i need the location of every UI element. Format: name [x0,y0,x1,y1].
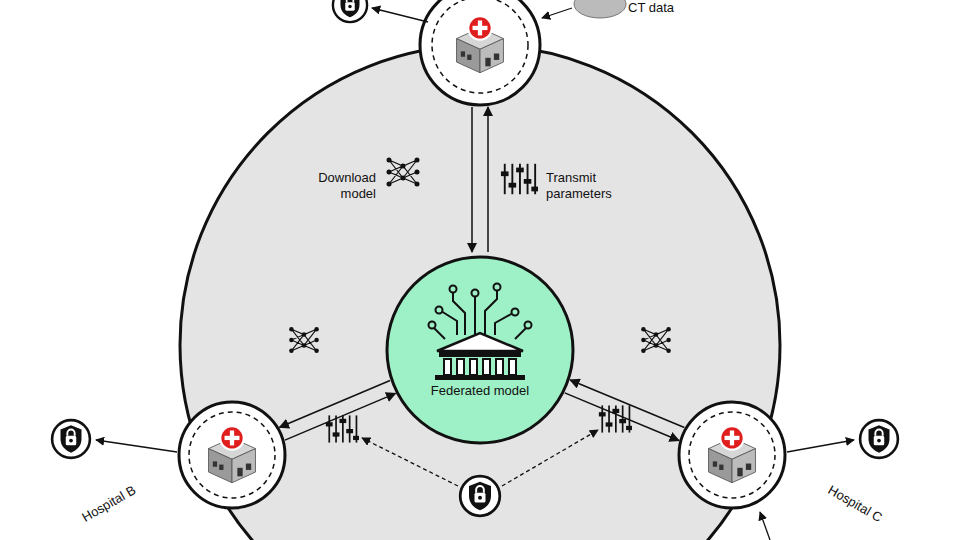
leader-arrow [787,440,854,452]
model-icon [641,327,671,353]
hospital-label: Hospital B [62,472,157,536]
model-icon [387,158,420,187]
ct-image [574,0,626,18]
model-icon [289,327,319,353]
hospital-label: Hospital C [808,472,903,536]
hospital-node: Hospital C [677,400,787,510]
flow-arrow [285,393,396,440]
privacy-shield [460,476,500,516]
flow-arrow [570,380,684,428]
annotation-label: CT data [628,0,688,16]
privacy-shield [333,0,367,22]
federated-model-node: Federated model [385,255,575,445]
upload-arrow [487,107,489,252]
parameters-icon [501,164,539,194]
hospital-node: Hospital B [177,400,287,510]
hospital-circle [677,400,787,510]
hospital-a [420,0,540,105]
hospital-circle [177,400,287,510]
flow-arrow [280,380,391,427]
privacy-shield [52,420,90,458]
leader-arrow [542,8,572,18]
node-title: Federated model [420,383,540,399]
parameters-icon [599,405,633,432]
parameters-icon [326,415,360,442]
leader-arrow [760,512,770,540]
annotation-label: Download model [300,170,376,202]
annotation-label: Transmit parameters [546,170,636,202]
leader-arrow [96,440,177,452]
privacy-shield [860,420,898,458]
flow-arrow [565,393,679,441]
federated-circle [385,255,575,445]
leader-arrow [372,8,428,22]
download-arrow [471,107,473,252]
dashed-arrow [362,438,458,486]
dashed-arrow [502,430,598,486]
